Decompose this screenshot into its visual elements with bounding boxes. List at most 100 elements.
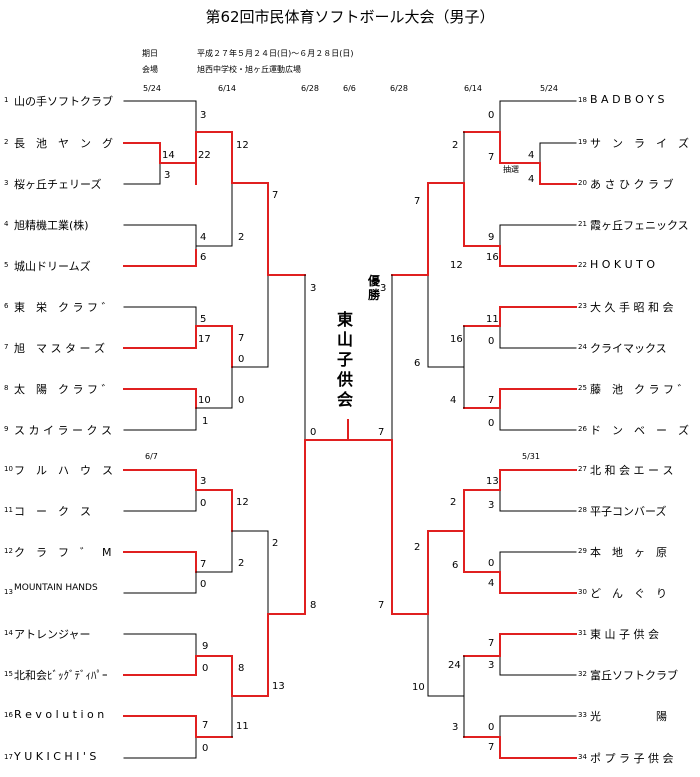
team-name: ド ン ベ ー ズ — [590, 424, 689, 437]
match-score: 3 — [164, 170, 171, 181]
team-name: 本 地 ヶ 原 — [590, 546, 667, 559]
match-score: 0 — [238, 395, 245, 406]
match-score: 4 — [528, 174, 535, 185]
team-number: 27 — [578, 465, 587, 473]
team-name: 藤 池 ク ラ フ ゛ — [590, 383, 689, 396]
team-name: H O K U T O — [590, 258, 656, 271]
match-score: 7 — [378, 600, 385, 611]
team-number: 29 — [578, 547, 587, 555]
match-score: 12 — [236, 140, 249, 151]
team-name: 光 陽 — [590, 710, 667, 723]
team-number: 10 — [4, 465, 13, 473]
date-left-r3: 6/28 — [301, 84, 319, 93]
team-number: 33 — [578, 711, 587, 719]
team-name: サ ン ラ イ ズ — [590, 137, 689, 150]
match-score: 0 — [200, 579, 207, 590]
team-name: クライマックス — [590, 342, 667, 355]
match-score: 2 — [272, 538, 279, 549]
match-score: 13 — [272, 681, 285, 692]
match-score: 0 — [488, 558, 495, 569]
match-score: 5 — [200, 314, 207, 325]
date-right-lower: 5/31 — [522, 452, 540, 461]
date-right-r2: 6/14 — [464, 84, 482, 93]
match-score: 14 — [162, 150, 175, 161]
team-number: 30 — [578, 588, 587, 596]
team-number: 11 — [4, 506, 13, 514]
match-score: 7 — [202, 720, 209, 731]
match-score: 0 — [488, 336, 495, 347]
match-score: 7 — [488, 742, 495, 753]
match-score: 1 — [202, 416, 209, 427]
date-value: 平成２７年５月２４日(日)～６月２８日(日) — [197, 49, 354, 58]
match-score: 8 — [238, 663, 245, 674]
team-number: 12 — [4, 547, 13, 555]
match-score: 0 — [202, 663, 209, 674]
team-name: 長 池 ヤ ン グ — [14, 137, 113, 150]
team-name: 北 和 会 エ ー ス — [590, 464, 674, 477]
match-score: 24 — [448, 660, 461, 671]
match-score: 6 — [414, 358, 421, 369]
team-name: ど ん ぐ り — [590, 587, 667, 600]
venue-label: 会場 — [142, 65, 158, 74]
match-score: 3 — [452, 722, 459, 733]
match-score: 4 — [450, 395, 457, 406]
match-score: 7 — [414, 196, 421, 207]
team-name: ス カ イ ラ ー ク ス — [14, 424, 112, 437]
team-name: コ ー ク ス — [14, 505, 91, 518]
match-score: 7 — [378, 427, 385, 438]
match-score: 0 — [202, 743, 209, 754]
team-name: 大 久 手 昭 和 会 — [590, 301, 674, 314]
match-score: 12 — [450, 260, 463, 271]
match-score: 16 — [486, 252, 499, 263]
team-number: 19 — [578, 138, 587, 146]
champion-label: 優勝 — [367, 274, 380, 302]
match-score: 12 — [236, 497, 249, 508]
match-score: 2 — [238, 232, 245, 243]
match-score: 2 — [450, 497, 457, 508]
team-name: 平子コンバーズ — [590, 505, 667, 518]
match-score: 6 — [452, 560, 459, 571]
team-number: 26 — [578, 425, 587, 433]
team-name: あ さ ひ ク ラ ブ — [590, 178, 674, 191]
match-score: 11 — [486, 314, 499, 325]
match-score: 2 — [452, 140, 459, 151]
match-score: 11 — [236, 721, 249, 732]
team-number: 8 — [4, 384, 9, 392]
team-number: 25 — [578, 384, 587, 392]
team-number: 21 — [578, 220, 587, 228]
team-number: 28 — [578, 506, 587, 514]
match-score: 17 — [198, 334, 211, 345]
team-number: 13 — [4, 588, 13, 596]
team-name: フ ル ハ ウ ス — [14, 464, 113, 477]
team-number: 7 — [4, 343, 9, 351]
match-score: 0 — [488, 418, 495, 429]
match-score: 7 — [488, 395, 495, 406]
date-final: 6/6 — [343, 84, 356, 93]
team-name: ポ プ ラ 子 供 会 — [590, 752, 674, 765]
team-name: 東 山 子 供 会 — [590, 628, 659, 641]
match-score: 3 — [200, 476, 207, 487]
date-left-r2: 6/14 — [218, 84, 236, 93]
match-score: 22 — [198, 150, 211, 161]
team-name: 旭 マ ス タ ー ズ — [14, 342, 105, 355]
match-score: 6 — [200, 252, 207, 263]
match-score: 9 — [488, 232, 495, 243]
team-name: Y U K I C H I ' S — [14, 750, 97, 763]
team-number: 34 — [578, 753, 587, 761]
match-score: 3 — [380, 283, 387, 294]
team-number: 4 — [4, 220, 9, 228]
team-number: 22 — [578, 261, 587, 269]
match-score: 0 — [488, 110, 495, 121]
team-name: 東 栄 ク ラ フ ゛ — [14, 301, 113, 314]
team-name: 城山ドリームズ — [14, 260, 91, 273]
team-number: 20 — [578, 179, 587, 187]
team-name: 桜ヶ丘チェリーズ — [14, 178, 102, 191]
match-score: 0 — [200, 498, 207, 509]
team-number: 5 — [4, 261, 9, 269]
team-name: 太 陽 ク ラ フ ゛ — [14, 383, 113, 396]
team-name: 北和会ﾋﾞｯｸﾞﾃﾞｨﾊﾟｰ — [14, 669, 108, 682]
team-name: MOUNTAIN HANDS — [14, 583, 98, 593]
match-score: 7 — [200, 559, 207, 570]
date-left-r1: 5/24 — [143, 84, 161, 93]
